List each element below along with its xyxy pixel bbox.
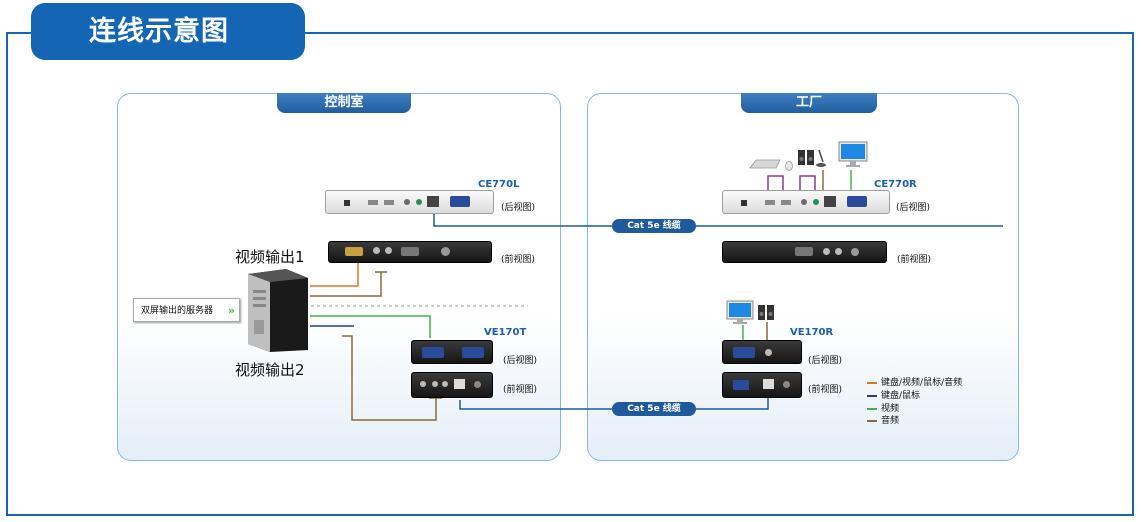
legend-item: 键盘/视频/鼠标/音频 (867, 375, 963, 388)
legend-swatch (867, 419, 877, 422)
video-output-1-label: 视频输出1 (235, 248, 305, 266)
ve170t-rear-label: (后视图) (503, 356, 538, 366)
ve170t-front-unit (411, 372, 493, 398)
usb-port (765, 200, 775, 205)
legend-text: 键盘/视频/鼠标/音频 (881, 378, 963, 388)
server-label: 双屏输出的服务器 » (133, 298, 240, 322)
audio-jack (765, 349, 772, 356)
cat5e-line-top (433, 212, 1003, 227)
vga-port (733, 347, 755, 358)
mouse-icon (785, 156, 793, 171)
rj45-port (427, 196, 439, 207)
wire-kb-mouse (767, 175, 816, 190)
cat5e-cable-label-bottom: Cat 5e 线缆 (612, 402, 696, 416)
audio-jack (801, 199, 807, 205)
power-port (474, 381, 481, 388)
ce770r-front-label: (前视图) (897, 255, 932, 265)
audio-jack (385, 247, 392, 254)
power-port (741, 200, 747, 206)
monitor-icon (726, 300, 754, 325)
legend-swatch (867, 381, 877, 384)
page-title: 连线示意图 (31, 3, 305, 60)
audio-jack (442, 381, 448, 387)
ve170r-front-unit (722, 372, 802, 398)
ve170r-rear-label: (后视图) (808, 356, 843, 366)
vga-port (422, 347, 444, 358)
microphone-icon (815, 148, 827, 168)
power-port (783, 381, 790, 388)
wire-audio-1 (310, 271, 387, 297)
ce770l-model: CE770L (478, 179, 520, 190)
monitor-icon (838, 141, 868, 168)
rj45-port (763, 379, 774, 389)
audio-jack (416, 199, 422, 205)
rotary-knob (851, 248, 859, 256)
ve170t-front-label: (前视图) (503, 385, 538, 395)
cat5e-cable-label-top: Cat 5e 线缆 (612, 219, 696, 233)
legend-item: 键盘/鼠标 (867, 388, 921, 401)
control-room-panel (117, 93, 561, 461)
ce770r-rear-unit (722, 190, 890, 214)
vga-port (450, 196, 470, 207)
legend-text: 音频 (881, 416, 900, 426)
usb-port (384, 200, 394, 205)
server-label-text: 双屏输出的服务器 (141, 306, 214, 316)
keyboard-icon (748, 155, 782, 169)
legend-item: 视频 (867, 401, 900, 414)
rj45-port (454, 379, 465, 389)
ce770r-model: CE770R (874, 179, 917, 190)
audio-jack (373, 247, 380, 254)
wire-green (310, 315, 431, 338)
ve170r-rear-unit (722, 340, 802, 364)
speakers-icon (757, 302, 775, 322)
ve170t-model: VE170T (484, 327, 527, 338)
legend-swatch (867, 407, 877, 410)
wire-orange (310, 262, 359, 287)
ce770l-rear-unit (325, 190, 494, 214)
vga-port (795, 247, 813, 256)
ce770l-front-unit (328, 241, 492, 263)
ce770r-front-unit (722, 241, 887, 263)
legend-item: 音频 (867, 413, 900, 426)
audio-jack (432, 381, 438, 387)
ce770l-front-label: (前视图) (501, 255, 536, 265)
server-tower (242, 268, 312, 353)
rotary-knob (441, 247, 450, 256)
video-output-2-label: 视频输出2 (235, 361, 305, 379)
audio-jack (813, 199, 819, 205)
control-room-tab: 控制室 (277, 93, 411, 113)
vga-port (345, 247, 363, 256)
factory-tab: 工厂 (741, 93, 877, 113)
diagram-frame (6, 32, 1134, 516)
ve170r-front-label: (前视图) (808, 385, 843, 395)
vga-port (847, 196, 867, 207)
wire-audio-2 (342, 335, 442, 421)
audio-jack (835, 248, 842, 255)
rj45-port (824, 196, 836, 207)
vga-port (401, 247, 419, 256)
legend-text: 视频 (881, 404, 900, 414)
dip-switch (733, 380, 749, 390)
ve170r-model: VE170R (790, 327, 834, 338)
ce770r-rear-label: (后视图) (896, 203, 931, 213)
legend-swatch (867, 394, 877, 397)
chevron-right-icon: » (227, 304, 235, 317)
vga-port (462, 347, 484, 358)
usb-port (368, 200, 378, 205)
audio-jack (823, 248, 830, 255)
ve170t-rear-unit (411, 340, 493, 364)
legend-text: 键盘/鼠标 (881, 391, 921, 401)
speakers-icon (797, 147, 815, 167)
usb-port (781, 200, 791, 205)
audio-jack (420, 381, 426, 387)
ce770l-rear-label: (后视图) (501, 203, 536, 213)
audio-jack (404, 199, 410, 205)
power-port (344, 200, 350, 206)
